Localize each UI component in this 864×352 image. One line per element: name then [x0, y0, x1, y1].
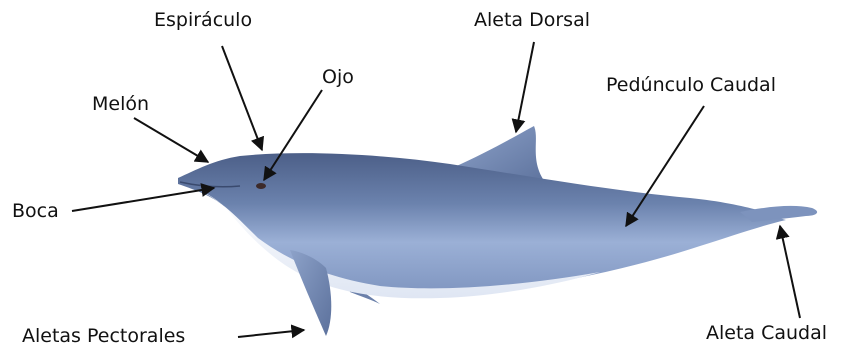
arrow-aletas-pectorales — [238, 330, 304, 337]
label-ojo: Ojo — [322, 66, 354, 88]
arrow-melon — [134, 118, 208, 162]
label-boca: Boca — [12, 200, 59, 222]
arrow-aleta-caudal — [780, 226, 800, 318]
dolphin-body-shape — [178, 153, 786, 297]
arrow-espiraculo — [222, 46, 262, 150]
label-pedunculo-caudal: Pedúnculo Caudal — [606, 74, 776, 96]
label-melon: Melón — [92, 93, 149, 115]
label-espiraculo: Espiráculo — [154, 9, 252, 31]
arrow-aleta-dorsal — [516, 42, 534, 132]
label-aleta-caudal: Aleta Caudal — [706, 322, 827, 344]
label-aletas-pectorales: Aletas Pectorales — [22, 325, 185, 347]
eye-shape — [256, 183, 266, 189]
label-aleta-dorsal: Aleta Dorsal — [474, 9, 590, 31]
arrow-boca — [72, 188, 214, 211]
